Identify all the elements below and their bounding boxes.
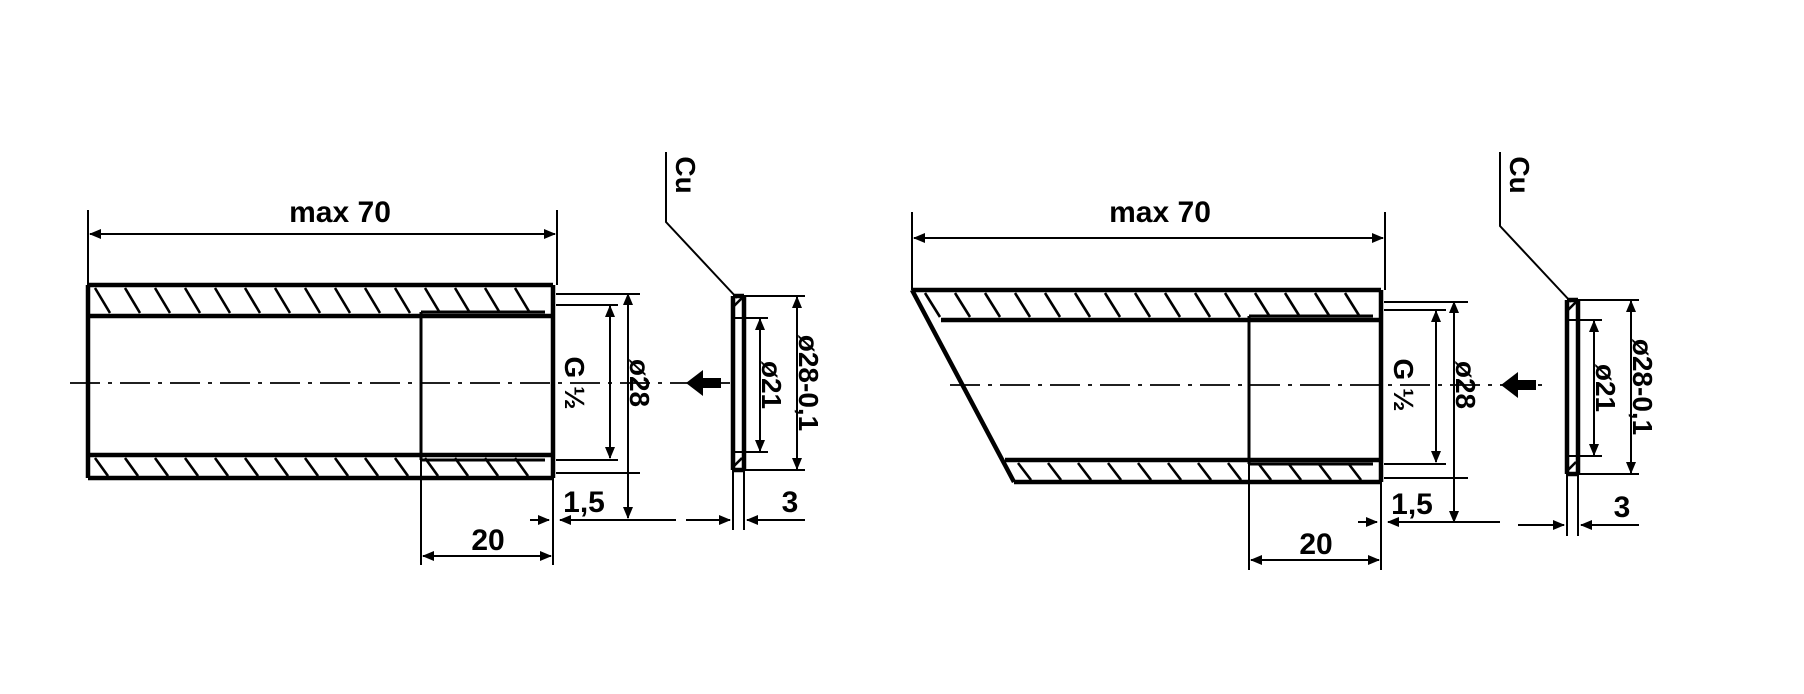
left-bottom-wall-hatching (93, 457, 530, 477)
left-assembly-arrow-icon (686, 370, 721, 396)
left-material-label: Cu (670, 156, 701, 193)
left-dimensions: max 70 G ½ ø28 20 1,5 (87, 196, 676, 565)
right-dimensions: max 70 G ½ ø28 20 1,5 (911, 196, 1500, 570)
right-washer-thickness-label: 3 (1614, 491, 1631, 524)
right-pipe-section (910, 287, 1550, 485)
left-pipe-section (70, 282, 730, 481)
left-length-label: max 70 (289, 196, 391, 229)
right-length-label: max 70 (1109, 196, 1211, 229)
right-gap-label: 1,5 (1391, 488, 1433, 521)
right-washer-outer-diameter-label: ø28-0,1 (1627, 339, 1658, 436)
left-outer-diameter-label: ø28 (624, 359, 655, 407)
right-top-wall-hatching (923, 292, 1362, 318)
left-thread-label: G ½ (559, 357, 590, 410)
right-assembly-arrow-icon (1501, 372, 1536, 398)
right-bottom-wall-hatching (1016, 462, 1363, 481)
left-gap-label: 1,5 (563, 486, 605, 519)
left-washer-inner-diameter-label: ø21 (756, 361, 787, 409)
right-thread-depth-label: 20 (1299, 528, 1332, 561)
right-material-label: Cu (1504, 156, 1535, 193)
right-thread-label: G ½ (1388, 359, 1419, 412)
left-washer-outer-diameter-label: ø28-0,1 (793, 335, 824, 432)
right-washer-inner-diameter-label: ø21 (1590, 364, 1621, 412)
left-washer-thickness-label: 3 (782, 486, 799, 519)
left-copper-washer: Cu ø21 ø28-0,1 3 (665, 152, 824, 530)
left-top-wall-hatching (93, 287, 532, 314)
right-outer-diameter-label: ø28 (1450, 361, 1481, 409)
left-thread-depth-label: 20 (471, 524, 504, 557)
right-copper-washer: Cu ø21 ø28-0,1 3 (1499, 152, 1658, 536)
